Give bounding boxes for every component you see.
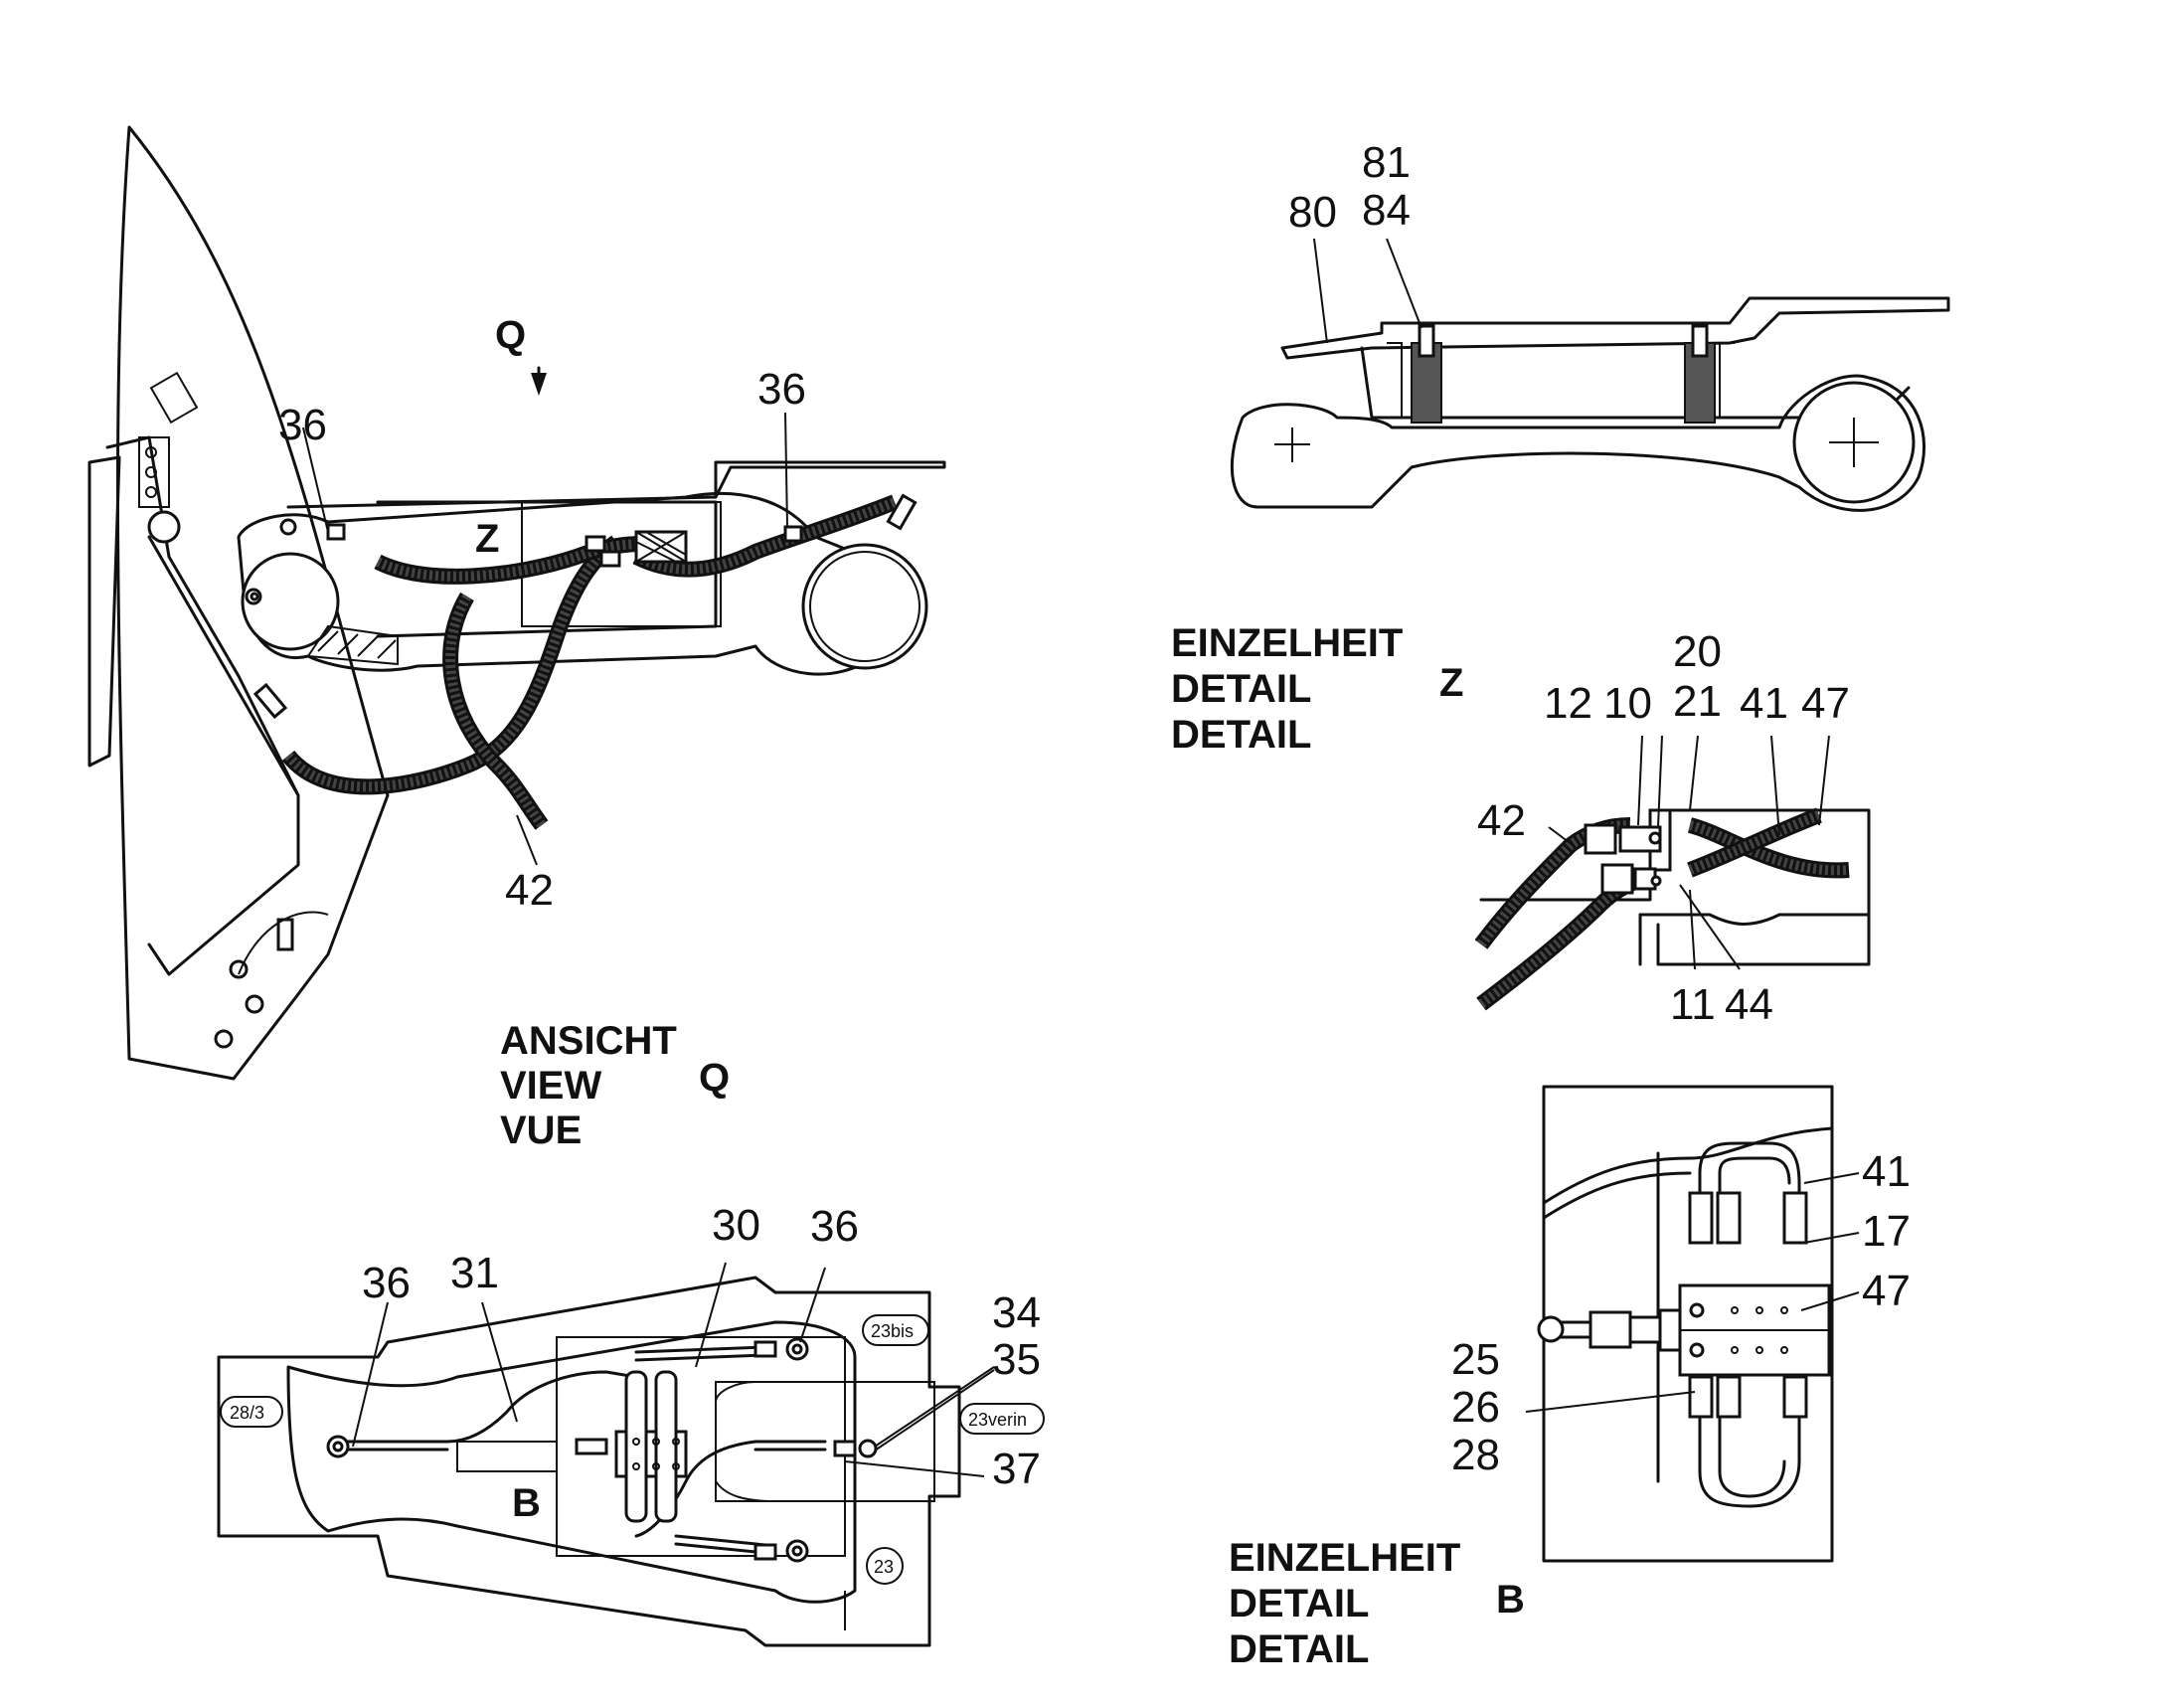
callout-36-right: 36 bbox=[757, 365, 806, 414]
detail-z-drawing bbox=[1474, 735, 1871, 1011]
bolt-head-icon bbox=[1689, 1302, 1705, 1318]
callout-28: 28 bbox=[1451, 1431, 1500, 1479]
callout-31: 31 bbox=[450, 1249, 499, 1297]
bottom-view-drawing bbox=[217, 1262, 1045, 1647]
bottom-view-labels: 28/3 23bis 23verin 23 30 36 36 31 34 35 … bbox=[230, 1201, 1041, 1577]
callout-47-b: 47 bbox=[1862, 1267, 1911, 1315]
callout-44: 44 bbox=[1725, 980, 1773, 1029]
callout-41-b: 41 bbox=[1862, 1147, 1911, 1196]
detail-z-labels: EINZELHEIT DETAIL DETAIL Z 20 21 12 10 4… bbox=[1171, 621, 1850, 1029]
view-q-drawing bbox=[87, 125, 946, 1081]
view-q-caption-line2: VIEW bbox=[500, 1064, 601, 1108]
callout-34: 34 bbox=[992, 1288, 1041, 1337]
callout-20: 20 bbox=[1673, 627, 1722, 676]
callout-12: 12 bbox=[1544, 679, 1592, 728]
callout-36-b-left: 36 bbox=[362, 1259, 411, 1307]
callout-26: 26 bbox=[1451, 1383, 1500, 1432]
callout-30: 30 bbox=[712, 1201, 760, 1250]
tag-23bis: 23bis bbox=[871, 1321, 914, 1341]
callout-10: 10 bbox=[1603, 679, 1652, 728]
callout-81: 81 bbox=[1362, 138, 1411, 187]
arrow-q-label: Q bbox=[495, 313, 526, 357]
arrow-down-icon bbox=[531, 373, 547, 396]
top-detail-labels: 80 81 84 bbox=[1288, 138, 1411, 237]
callout-37: 37 bbox=[992, 1445, 1041, 1493]
callout-36-left: 36 bbox=[278, 401, 327, 449]
detail-b-marker: B bbox=[512, 1481, 541, 1525]
callout-25: 25 bbox=[1451, 1335, 1500, 1384]
callout-36-b-right: 36 bbox=[810, 1202, 859, 1251]
callout-17: 17 bbox=[1862, 1207, 1911, 1256]
callout-41-z: 41 bbox=[1740, 679, 1788, 728]
callout-84: 84 bbox=[1362, 186, 1411, 235]
detail-z-caption-line2: DETAIL bbox=[1171, 667, 1311, 711]
view-q-labels: Q Z 36 36 42 ANSICHT VIEW VUE Q bbox=[278, 313, 806, 1152]
view-q-caption-line1: ANSICHT bbox=[500, 1019, 677, 1063]
callout-21: 21 bbox=[1673, 677, 1722, 726]
detail-b-letter: B bbox=[1496, 1578, 1525, 1622]
detail-z-letter: Z bbox=[1439, 661, 1463, 705]
callout-35: 35 bbox=[992, 1335, 1041, 1384]
view-q-letter: Q bbox=[699, 1056, 730, 1100]
detail-b-caption-line1: EINZELHEIT bbox=[1229, 1536, 1460, 1580]
detail-b-labels: 41 17 47 25 26 28 EINZELHEIT DETAIL DETA… bbox=[1229, 1147, 1911, 1671]
detail-b-drawing bbox=[1525, 1085, 1860, 1563]
top-detail-drawing bbox=[1230, 238, 1950, 512]
callout-42-z: 42 bbox=[1477, 796, 1526, 845]
tag-28-3: 28/3 bbox=[230, 1403, 264, 1423]
callout-80: 80 bbox=[1288, 188, 1337, 237]
detail-b-caption-line3: DETAIL bbox=[1229, 1627, 1369, 1671]
tag-23verin: 23verin bbox=[968, 1410, 1027, 1430]
callout-11: 11 bbox=[1670, 980, 1716, 1029]
callout-47-z: 47 bbox=[1801, 679, 1850, 728]
detail-z-caption-line1: EINZELHEIT bbox=[1171, 621, 1403, 665]
tag-23: 23 bbox=[874, 1557, 894, 1577]
callout-42: 42 bbox=[505, 866, 554, 915]
view-q-caption-line3: VUE bbox=[500, 1109, 582, 1152]
detail-z-caption-line3: DETAIL bbox=[1171, 713, 1311, 757]
zone-z-label: Z bbox=[475, 517, 499, 561]
detail-b-caption-line2: DETAIL bbox=[1229, 1582, 1369, 1625]
